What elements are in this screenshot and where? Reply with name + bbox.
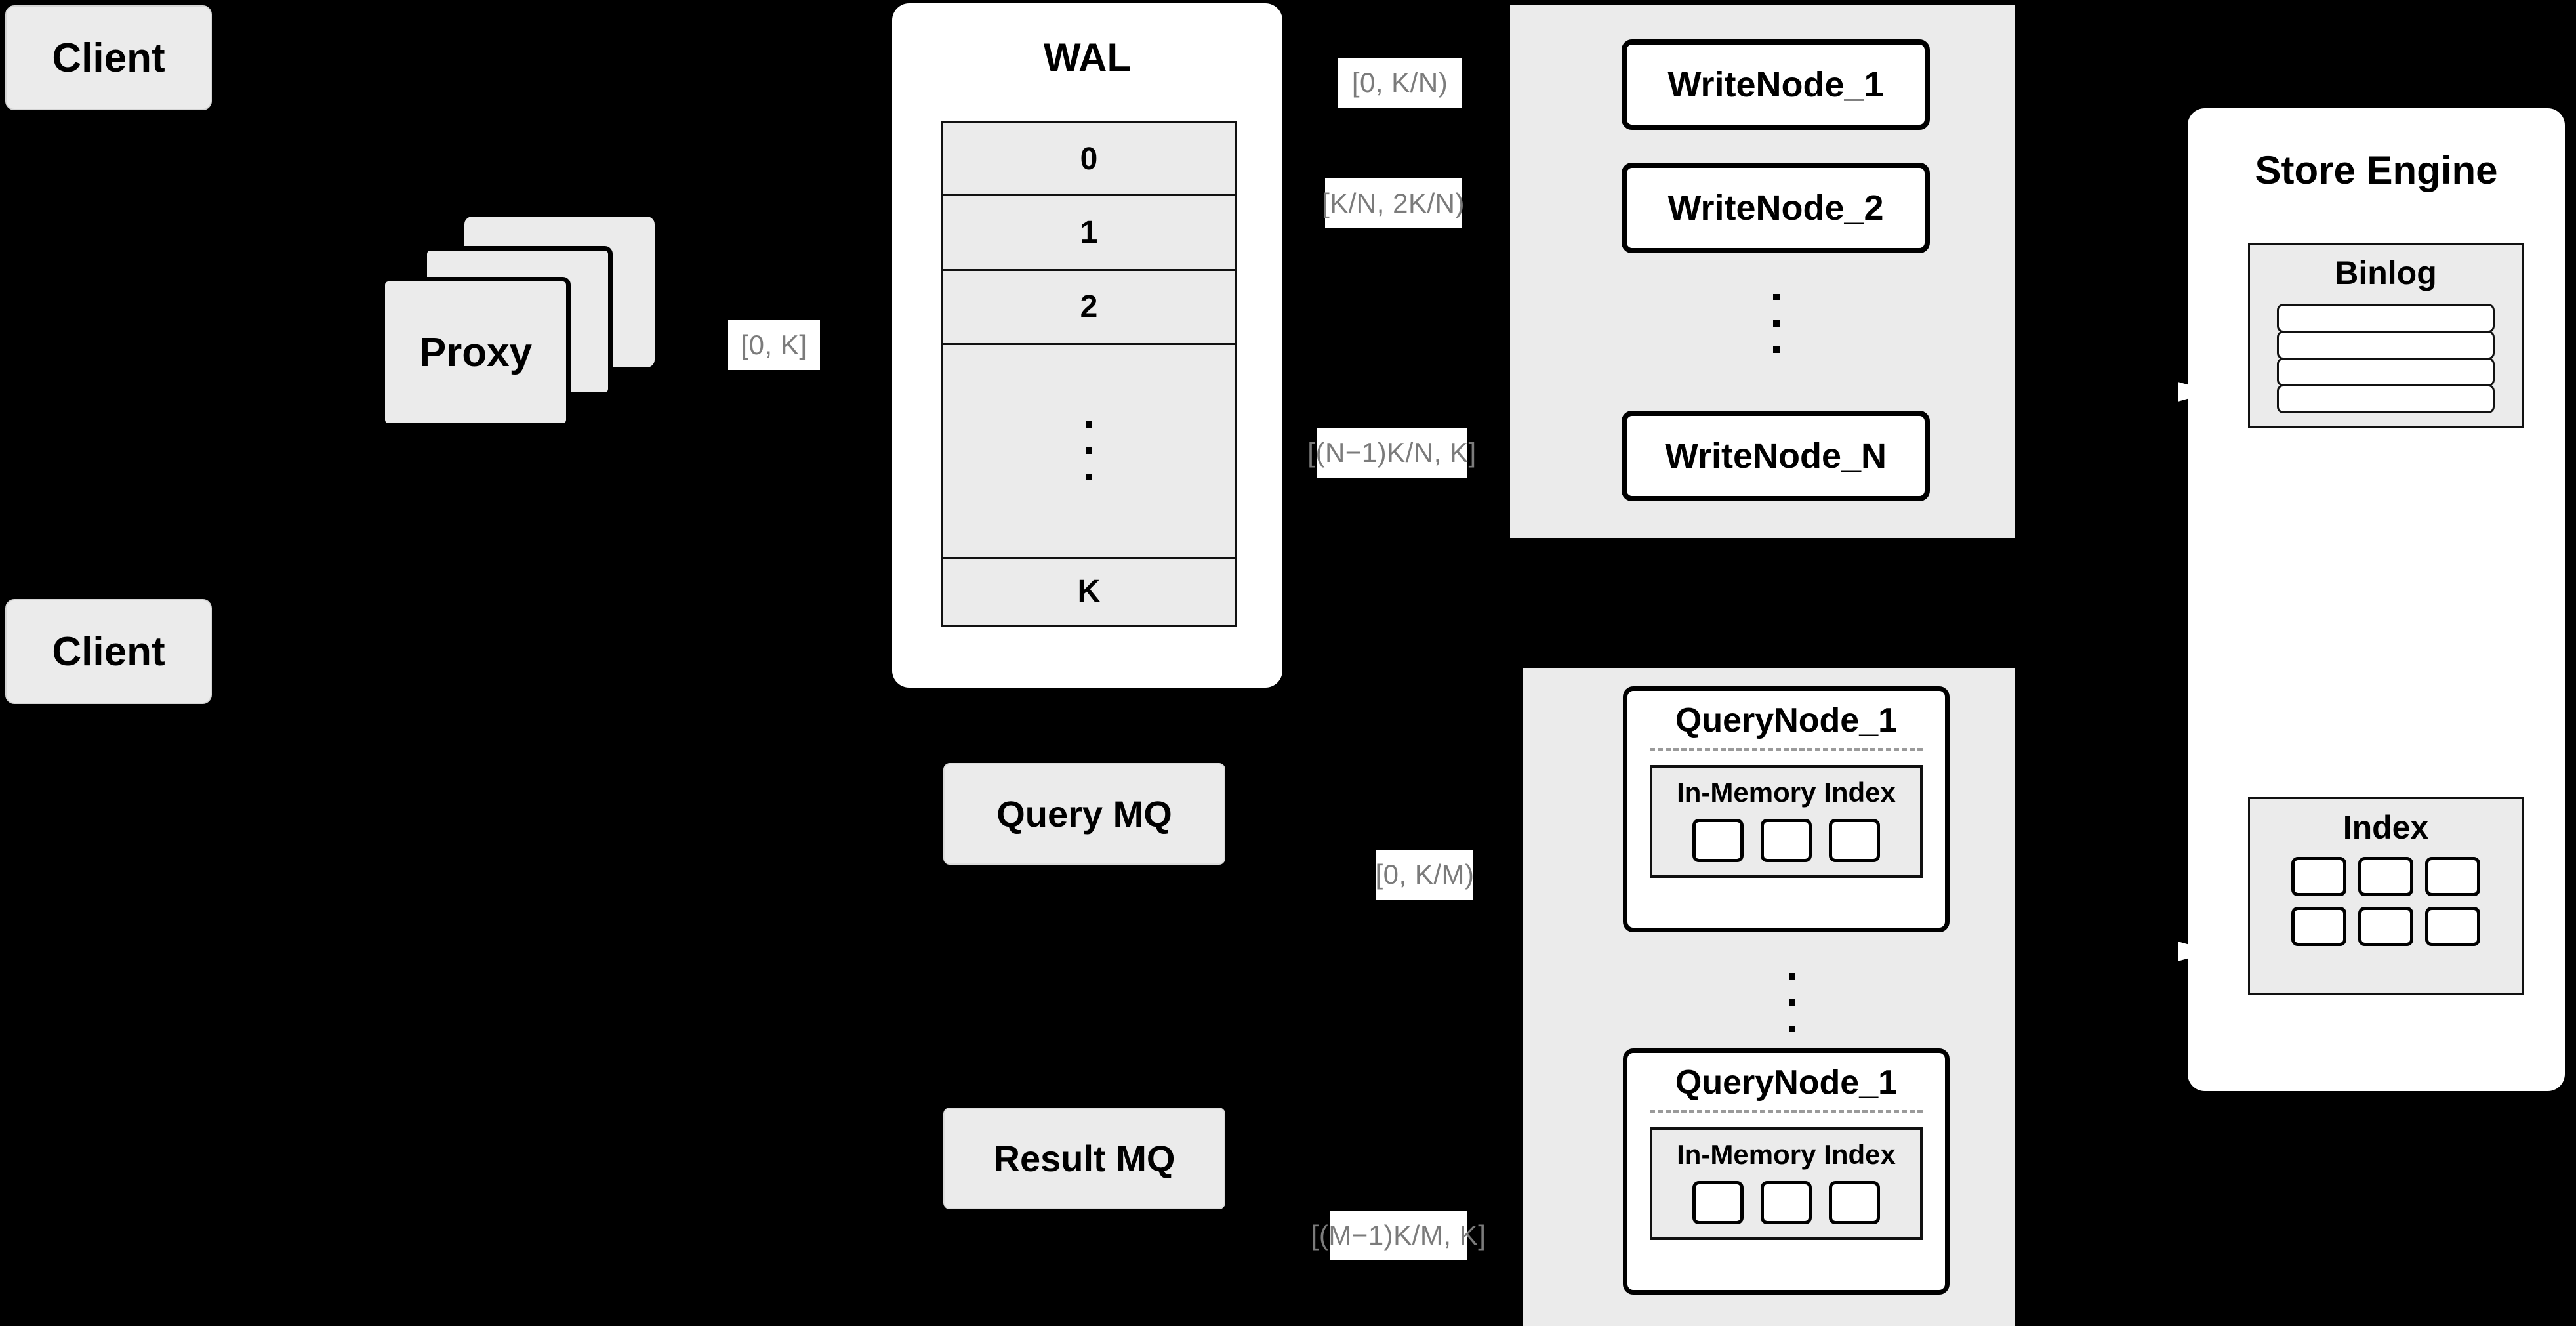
arrow-to-index	[2135, 936, 2226, 967]
index-cell	[1692, 818, 1744, 862]
querynode-1-index-cells	[1692, 818, 1880, 862]
proxy-stack[interactable]: Proxy	[380, 217, 656, 433]
writenode-n-label: WriteNode_N	[1664, 436, 1887, 476]
querynode-1-index-label: In-Memory Index	[1677, 776, 1896, 808]
binlog-title: Binlog	[2335, 255, 2437, 291]
label-wal-to-writenode-n: [(N−1)K/N, K]	[1307, 428, 1476, 478]
querynode-1[interactable]: QueryNode_1 In-Memory Index	[1623, 686, 1950, 932]
query-mq-box[interactable]: Query MQ	[943, 763, 1225, 865]
query-cluster-ellipsis-icon	[1786, 960, 1799, 1045]
label-wal-to-writenode-1: [0, K/N)	[1338, 58, 1462, 108]
wal-table: 0 1 2 K	[941, 121, 1237, 627]
label-proxy-to-wal: [0, K]	[728, 320, 820, 370]
binlog-row	[2277, 304, 2495, 333]
store-engine-title: Store Engine	[2255, 148, 2498, 192]
index-grid-cell	[2291, 907, 2346, 946]
label-mq-to-querynode-1: [0, K/M)	[1375, 850, 1475, 900]
index-box: Index	[2248, 797, 2524, 995]
index-grid-cell	[2425, 907, 2480, 946]
index-cell	[1760, 818, 1812, 862]
wal-row-ellipsis	[943, 344, 1235, 559]
index-grid-cell	[2425, 857, 2480, 896]
index-grid-cell	[2291, 857, 2346, 896]
client-box-1[interactable]: Client	[5, 5, 212, 110]
proxy-card-front[interactable]: Proxy	[380, 277, 571, 428]
label-wal-to-writenode-2: [K/N, 2K/N)	[1322, 178, 1465, 228]
writenode-1[interactable]: WriteNode_1	[1622, 39, 1930, 130]
querynode-1-separator	[1649, 747, 1923, 751]
write-cluster-panel: WriteNode_1 WriteNode_2 WriteNode_N	[1510, 5, 2015, 538]
vertical-ellipsis-icon	[1086, 421, 1092, 481]
wal-row-1: 1	[943, 196, 1235, 271]
binlog-row	[2277, 331, 2495, 360]
arrow-to-binlog	[2135, 376, 2226, 407]
querynode-2-in-memory-index: In-Memory Index	[1649, 1127, 1923, 1240]
querynode-2-index-label: In-Memory Index	[1677, 1138, 1896, 1170]
client-label-1: Client	[52, 35, 165, 81]
label-wal-to-writenode-1-text: [0, K/N)	[1351, 67, 1448, 98]
binlog-row	[2277, 358, 2495, 386]
query-mq-label: Query MQ	[996, 793, 1172, 835]
result-mq-box[interactable]: Result MQ	[943, 1108, 1225, 1209]
binlog-rows	[2277, 304, 2495, 413]
index-cell	[1828, 1180, 1880, 1224]
writenode-2-label: WriteNode_2	[1667, 188, 1884, 228]
index-grid-cell	[2358, 857, 2413, 896]
wal-panel: WAL 0 1 2 K	[892, 3, 1282, 688]
wal-row-0: 0	[943, 123, 1235, 197]
querynode-1-title: QueryNode_1	[1675, 701, 1898, 739]
write-cluster-ellipsis-icon	[1770, 281, 1783, 366]
store-engine-panel: Store Engine Binlog Index	[2188, 108, 2565, 1091]
label-proxy-to-wal-text: [0, K]	[741, 329, 808, 360]
index-title: Index	[2342, 809, 2429, 846]
wal-row-k: K	[943, 558, 1235, 625]
label-mq-to-querynode-1-text: [0, K/M)	[1375, 859, 1475, 890]
binlog-box: Binlog	[2248, 243, 2524, 428]
querynode-2-index-cells	[1692, 1180, 1880, 1224]
label-wal-to-writenode-2-text: [K/N, 2K/N)	[1322, 188, 1465, 218]
querynode-2-separator	[1649, 1109, 1923, 1113]
writenode-1-label: WriteNode_1	[1667, 65, 1884, 104]
binlog-row	[2277, 384, 2495, 413]
wal-row-2: 2	[943, 270, 1235, 345]
index-cell	[1760, 1180, 1812, 1224]
label-mq-to-querynode-m: [(M−1)K/M, K]	[1311, 1211, 1486, 1260]
index-grid	[2291, 857, 2480, 946]
index-cell	[1692, 1180, 1744, 1224]
writenode-2[interactable]: WriteNode_2	[1622, 163, 1930, 253]
proxy-label: Proxy	[419, 329, 533, 375]
client-box-2[interactable]: Client	[5, 599, 212, 704]
wal-title: WAL	[1043, 35, 1132, 79]
writenode-n[interactable]: WriteNode_N	[1622, 411, 1930, 501]
index-grid-cell	[2358, 907, 2413, 946]
querynode-2[interactable]: QueryNode_1 In-Memory Index	[1623, 1048, 1950, 1295]
querynode-1-in-memory-index: In-Memory Index	[1649, 764, 1923, 878]
querynode-2-title: QueryNode_1	[1675, 1064, 1898, 1102]
client-label-2: Client	[52, 629, 165, 674]
label-wal-to-writenode-n-text: [(N−1)K/N, K]	[1307, 437, 1477, 468]
index-cell	[1828, 818, 1880, 862]
result-mq-label: Result MQ	[993, 1138, 1176, 1179]
label-mq-to-querynode-m-text: [(M−1)K/M, K]	[1311, 1220, 1486, 1251]
query-cluster-panel: QueryNode_1 In-Memory Index QueryNode_1 …	[1523, 668, 2015, 1326]
